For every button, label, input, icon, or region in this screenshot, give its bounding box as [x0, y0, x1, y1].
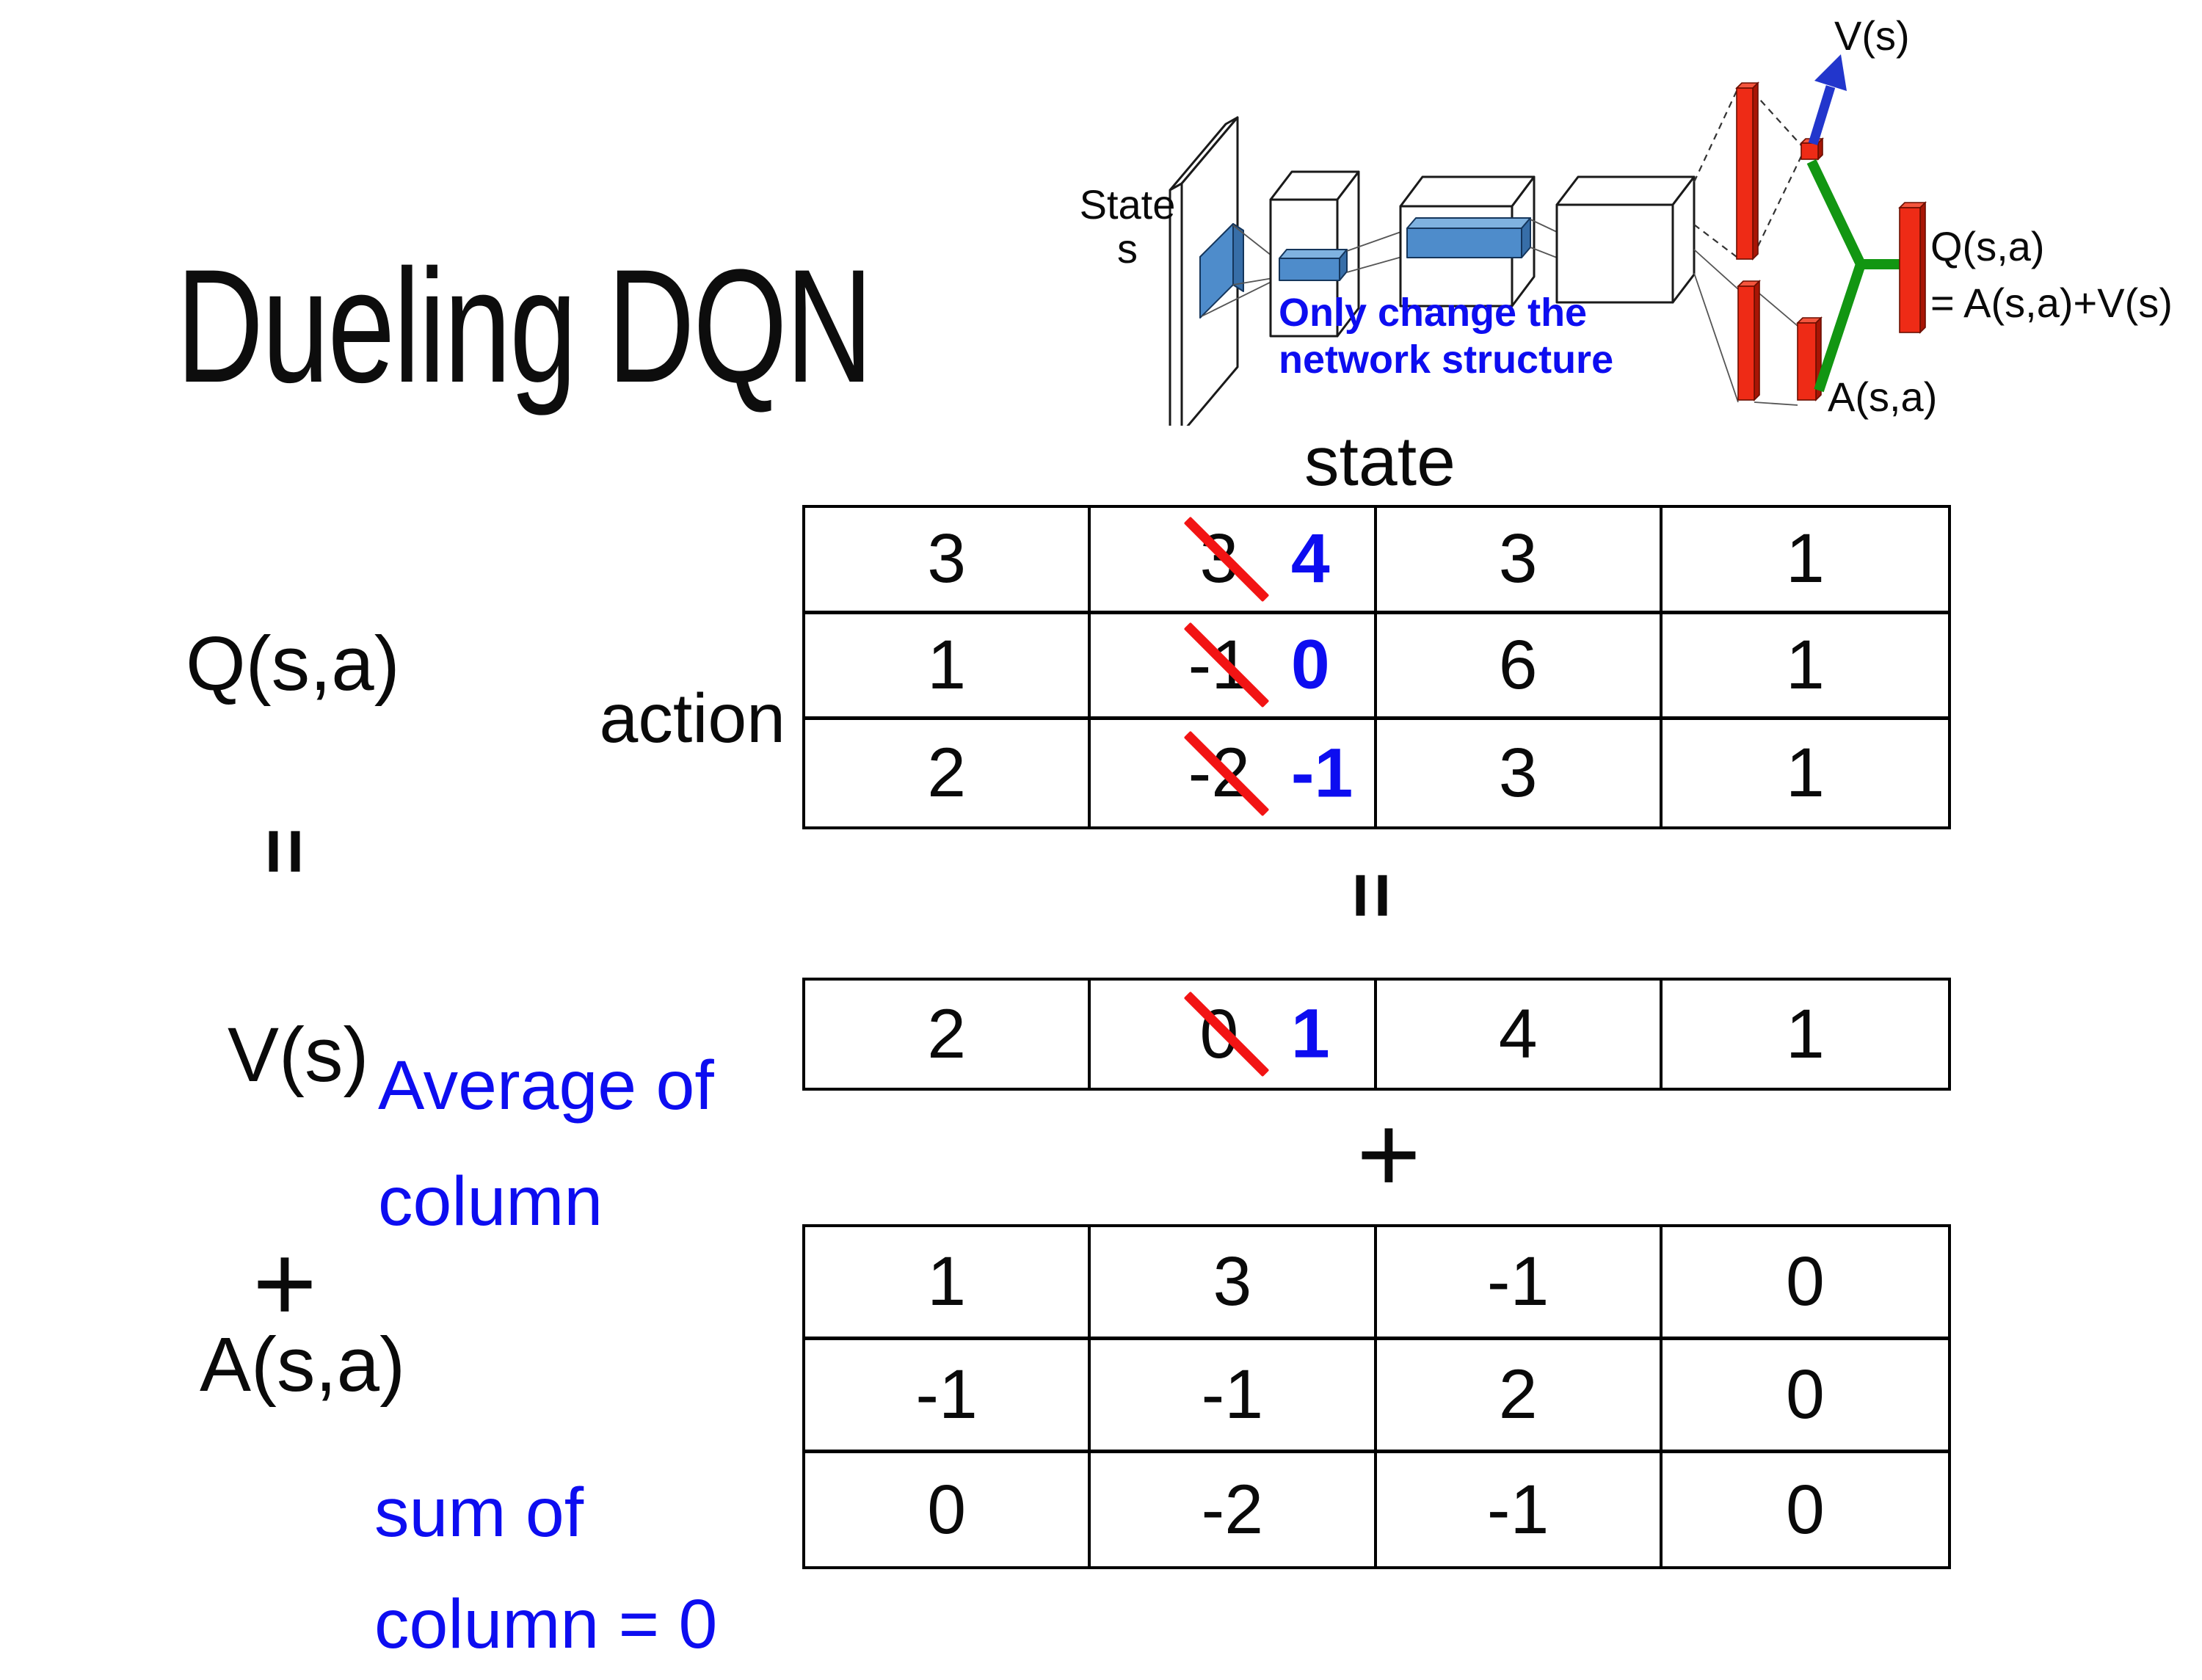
cell-value: 0 — [1785, 1243, 1825, 1320]
cell-value: -1 — [915, 1356, 978, 1433]
table-cell: 3 — [805, 508, 1091, 614]
cell-value: 1 — [927, 625, 967, 704]
state-header: state — [1304, 423, 1456, 501]
cell-value: 1 — [1785, 625, 1825, 704]
sum-note: sum of column = 0 — [374, 1457, 717, 1680]
cell-value: 1 — [927, 1243, 967, 1320]
cell-value: 1 — [1785, 994, 1825, 1073]
cell-value: 6 — [1498, 625, 1538, 704]
table-cell: 1 — [805, 614, 1091, 721]
q-table: 3 3 4 3 1 1 -1 0 6 1 2 -2 -1 3 1 — [802, 505, 1951, 829]
conv-layer-3 — [1555, 175, 1696, 304]
cell-value: -1 — [1486, 1470, 1549, 1549]
cell-value: 0 — [927, 1470, 967, 1549]
table-cell: 0 — [1663, 1453, 1948, 1566]
q-function-label: Q(s,a) — [186, 621, 400, 707]
cell-value: 1 — [1785, 734, 1825, 812]
table-cell: 0 1 — [1091, 981, 1377, 1088]
a-table: 1 3 -1 0 -1 -1 2 0 0 -2 -1 0 — [802, 1224, 1951, 1569]
table-cell: 0 — [1662, 1227, 1948, 1340]
diagram-a-label: A(s,a) — [1828, 374, 1937, 420]
cell-value: -2 — [1201, 1470, 1264, 1549]
average-note: Average of column — [378, 1028, 714, 1259]
feature-map-2 — [1406, 217, 1531, 258]
average-note-line2: column — [378, 1163, 603, 1240]
table-cell: -1 — [1377, 1453, 1663, 1566]
advantage-stream-bar — [1737, 280, 1761, 401]
table-cell: 2 — [805, 981, 1091, 1088]
cell-value: 3 — [1498, 520, 1538, 598]
cell-corrected-value: 4 — [1290, 520, 1330, 598]
equals-sign-mid: = — [1327, 871, 1418, 920]
slide-title: Dueling DQN — [176, 236, 873, 416]
cell-value: -1 — [1486, 1243, 1549, 1320]
plus-sign-mid: + — [1356, 1091, 1421, 1215]
aggregation-junction — [1806, 159, 1900, 393]
table-cell: 1 — [805, 1227, 1091, 1340]
cell-value: 3 — [927, 520, 967, 598]
state-input-label-s: s — [1117, 225, 1138, 272]
table-cell: 3 — [1377, 720, 1663, 826]
table-cell: -1 0 — [1091, 614, 1377, 721]
diagram-v-label: V(s) — [1834, 12, 1910, 59]
table-cell: 6 — [1376, 614, 1663, 721]
state-input-label: State — [1080, 181, 1176, 228]
q-output-bar — [1898, 201, 1927, 334]
table-cell: -2 -1 — [1091, 720, 1377, 826]
sum-note-line1: sum of — [374, 1474, 584, 1552]
v-function-label: V(s) — [228, 1012, 369, 1098]
table-cell: 3 — [1091, 1227, 1377, 1340]
table-cell: 0 — [1662, 1340, 1948, 1453]
table-cell: 3 — [1376, 508, 1663, 614]
equals-sign-left: = — [240, 827, 331, 876]
action-header: action — [599, 680, 785, 757]
feature-map-1 — [1279, 249, 1348, 281]
table-cell: 1 — [1663, 720, 1948, 826]
diagram-q-label: Q(s,a) — [1930, 223, 2045, 269]
cell-corrected-value: 1 — [1290, 994, 1330, 1073]
cell-value: 2 — [927, 734, 967, 812]
cell-value: 0 — [1785, 1470, 1825, 1549]
table-cell: -1 — [1376, 1227, 1663, 1340]
table-cell: -2 — [1091, 1453, 1377, 1566]
diagram-q-formula: = A(s,a)+V(s) — [1930, 280, 2173, 326]
table-cell: 1 — [1662, 508, 1948, 614]
table-cell: -1 — [805, 1340, 1091, 1453]
cell-value: 3 — [1213, 1243, 1252, 1320]
cell-value: 1 — [1785, 520, 1825, 598]
table-cell: 1 — [1663, 981, 1948, 1088]
cell-value: -1 — [1201, 1356, 1264, 1433]
cell-corrected-value: 0 — [1290, 625, 1330, 704]
cell-value: 2 — [1498, 1356, 1538, 1433]
sum-note-line2: column = 0 — [374, 1585, 718, 1663]
table-cell: 3 4 — [1091, 508, 1377, 614]
table-cell: 0 — [805, 1453, 1091, 1566]
value-arrow-icon — [1808, 54, 1847, 145]
cell-value: 0 — [1785, 1356, 1825, 1433]
table-cell: 2 — [1376, 1340, 1663, 1453]
cell-value: 4 — [1498, 994, 1538, 1073]
cell-value: 2 — [927, 994, 967, 1073]
a-function-label: A(s,a) — [200, 1322, 406, 1408]
table-cell: 2 — [805, 720, 1091, 826]
average-note-line1: Average of — [378, 1047, 714, 1124]
conv-filter-icon — [1199, 223, 1244, 319]
cell-value: 3 — [1498, 734, 1538, 812]
network-diagram: State s V(s) Q(s,a) = A(s,a)+V(s) A(s,a)… — [1080, 12, 2173, 426]
table-cell: -1 — [1091, 1340, 1377, 1453]
plus-sign-left: + — [252, 1221, 317, 1345]
diagram-note-line1: Only change the — [1279, 291, 1587, 335]
table-cell: 1 — [1662, 614, 1948, 721]
value-stream-bar — [1735, 81, 1759, 261]
diagram-note-line2: network structure — [1279, 338, 1613, 382]
cell-corrected-value: -1 — [1290, 734, 1353, 812]
table-cell: 4 — [1377, 981, 1663, 1088]
v-table: 2 0 1 4 1 — [802, 978, 1951, 1091]
